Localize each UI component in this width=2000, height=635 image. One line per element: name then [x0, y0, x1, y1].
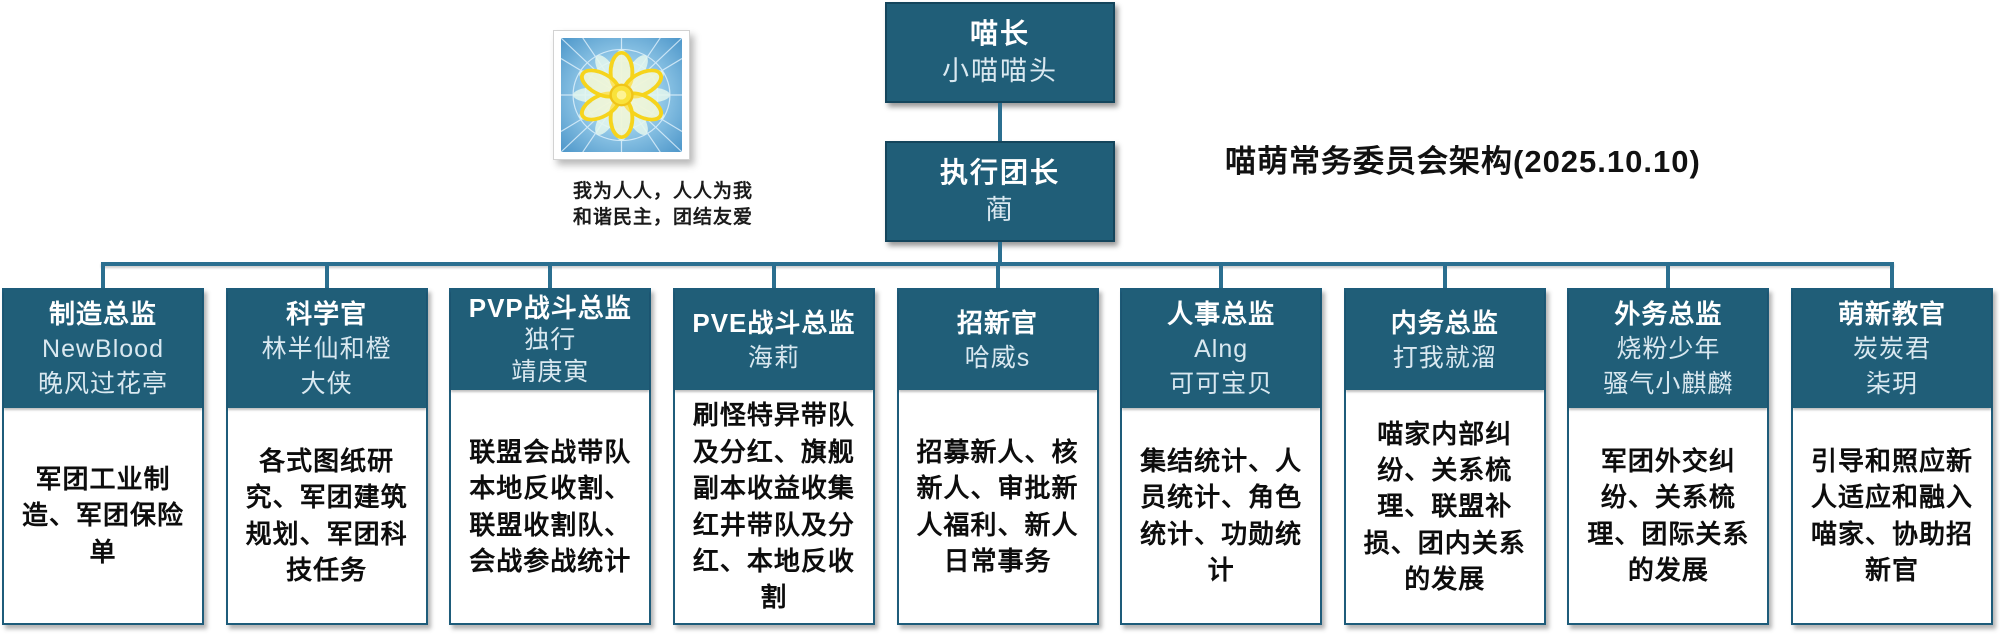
dept-name: 海莉	[747, 343, 800, 372]
dept-role: 制造总监	[48, 299, 157, 329]
dept-role: 人事总监	[1167, 299, 1276, 329]
chart-title: 喵萌常务委员会架构(2025.10.10)	[1225, 144, 1701, 179]
kaleidoscope-icon	[561, 38, 682, 152]
guild-motto-line-1: 我为人人，人人为我	[572, 181, 753, 202]
dept-duties: 军团工业制造、军团保险单	[21, 463, 184, 567]
dept-box: 萌新教官炭炭君柒玥引导和照应新人适应和融入喵家、协助招新官	[1791, 288, 1993, 625]
dept-header: PVE战斗总监海莉	[674, 290, 873, 390]
connector-executive-to-rail	[998, 242, 1002, 265]
dept-name: 柒玥	[1865, 370, 1918, 398]
root-name: 小喵喵头	[942, 56, 1058, 86]
dept-duties: 招募新人、核新人、审批新人福利、新人日常事务	[916, 436, 1079, 576]
connector-drop	[995, 262, 1000, 288]
guild-logo	[553, 30, 690, 160]
connector-drop	[771, 262, 776, 288]
dept-duties: 联盟会战带队本地反收割、联盟收割队、会战参战统计	[469, 436, 632, 576]
dept-name: 炭炭君	[1852, 335, 1931, 363]
dept-box: PVE战斗总监海莉刷怪特异带队及分红、旗舰副本收益收集红井带队及分红、本地反收割	[672, 288, 875, 625]
dept-role: 萌新教官	[1837, 299, 1946, 329]
root-role: 喵长	[969, 18, 1030, 49]
dept-duties: 喵家内部纠纷、关系梳理、联盟补损、团内关系的发展	[1363, 418, 1526, 595]
dept-header: 人事总监 Alng 可可宝贝	[1122, 290, 1321, 408]
dept-role: PVP战斗总监	[468, 293, 632, 323]
connector-drop	[1219, 262, 1224, 288]
dept-name: 大侠	[300, 370, 353, 398]
dept-duties: 军团外交纠纷、关系梳理、团际关系的发展	[1587, 445, 1750, 585]
dept-header: 招新官哈威s	[898, 290, 1097, 390]
dept-box: 内务总监打我就溜喵家内部纠纷、关系梳理、联盟补损、团内关系的发展	[1343, 288, 1546, 625]
dept-box: 制造总监 NewBlood 晚风过花亭军团工业制造、军团保险单	[2, 288, 204, 625]
dept-box: 外务总监烧粉少年骚气小麒麟军团外交纠纷、关系梳理、团际关系的发展	[1567, 288, 1770, 625]
executive-node: 执行团长 蔺	[885, 141, 1115, 242]
dept-role: 科学官	[286, 299, 368, 329]
dept-name: 晚风过花亭	[37, 370, 168, 398]
dept-role: 内务总监	[1390, 307, 1499, 338]
dept-duties: 刷怪特异带队及分红、旗舰副本收益收集红井带队及分红、本地反收割	[692, 400, 855, 613]
dept-duties: 集结统计、人员统计、角色统计、功勋统计	[1140, 445, 1303, 585]
executive-role: 执行团长	[939, 157, 1060, 188]
guild-motto-line-2: 和谐民主，团结友爱	[572, 206, 753, 228]
dept-role: 外务总监	[1614, 299, 1723, 329]
dept-box: 招新官哈威s 招募新人、核新人、审批新人福利、新人日常事务	[896, 288, 1099, 625]
connector-root-to-executive	[998, 103, 1002, 141]
dept-name: 靖庚寅	[511, 358, 590, 386]
dept-header: PVP战斗总监独行靖庚寅	[451, 290, 650, 390]
dept-name: NewBlood	[42, 335, 164, 363]
dept-role: PVE战斗总监	[692, 307, 856, 338]
dept-name: 骚气小麒麟	[1603, 370, 1734, 398]
dept-name: 烧粉少年	[1616, 335, 1721, 363]
dept-name: 哈威s	[964, 343, 1031, 372]
connector-drop	[101, 262, 105, 288]
dept-box: 人事总监 Alng 可可宝贝集结统计、人员统计、角色统计、功勋统计	[1120, 288, 1323, 625]
guild-motto: 我为人人，人人为我 和谐民主，团结友爱	[518, 179, 808, 230]
dept-box: 科学官林半仙和橙大侠各式图纸研究、军团建筑规划、军团科技任务	[225, 288, 428, 625]
connector-drop	[1666, 262, 1671, 288]
dept-name: 可可宝贝	[1169, 370, 1274, 398]
connector-drop	[1442, 262, 1447, 288]
dept-duties: 引导和照应新人适应和融入喵家、协助招新官	[1810, 445, 1973, 585]
dept-duties: 各式图纸研究、军团建筑规划、军团科技任务	[245, 445, 408, 585]
connector-drop	[1890, 262, 1894, 288]
dept-name: 打我就溜	[1392, 343, 1497, 372]
dept-box: PVP战斗总监独行靖庚寅联盟会战带队本地反收割、联盟收割队、会战参战统计	[449, 288, 652, 625]
dept-name: 林半仙和橙	[261, 335, 392, 363]
dept-header: 内务总监打我就溜	[1345, 290, 1544, 390]
connector-drop	[548, 262, 553, 288]
dept-header: 萌新教官炭炭君柒玥	[1793, 290, 1991, 408]
dept-header: 科学官林半仙和橙大侠	[227, 290, 426, 408]
dept-header: 制造总监 NewBlood 晚风过花亭	[4, 290, 202, 408]
root-node: 喵长 小喵喵头	[885, 2, 1115, 103]
dept-name: 独行	[524, 326, 577, 354]
dept-header: 外务总监烧粉少年骚气小麒麟	[1569, 290, 1768, 408]
executive-name: 蔺	[985, 195, 1015, 225]
dept-name: Alng	[1194, 335, 1249, 363]
connector-drop	[324, 262, 329, 288]
dept-role: 招新官	[956, 307, 1038, 338]
